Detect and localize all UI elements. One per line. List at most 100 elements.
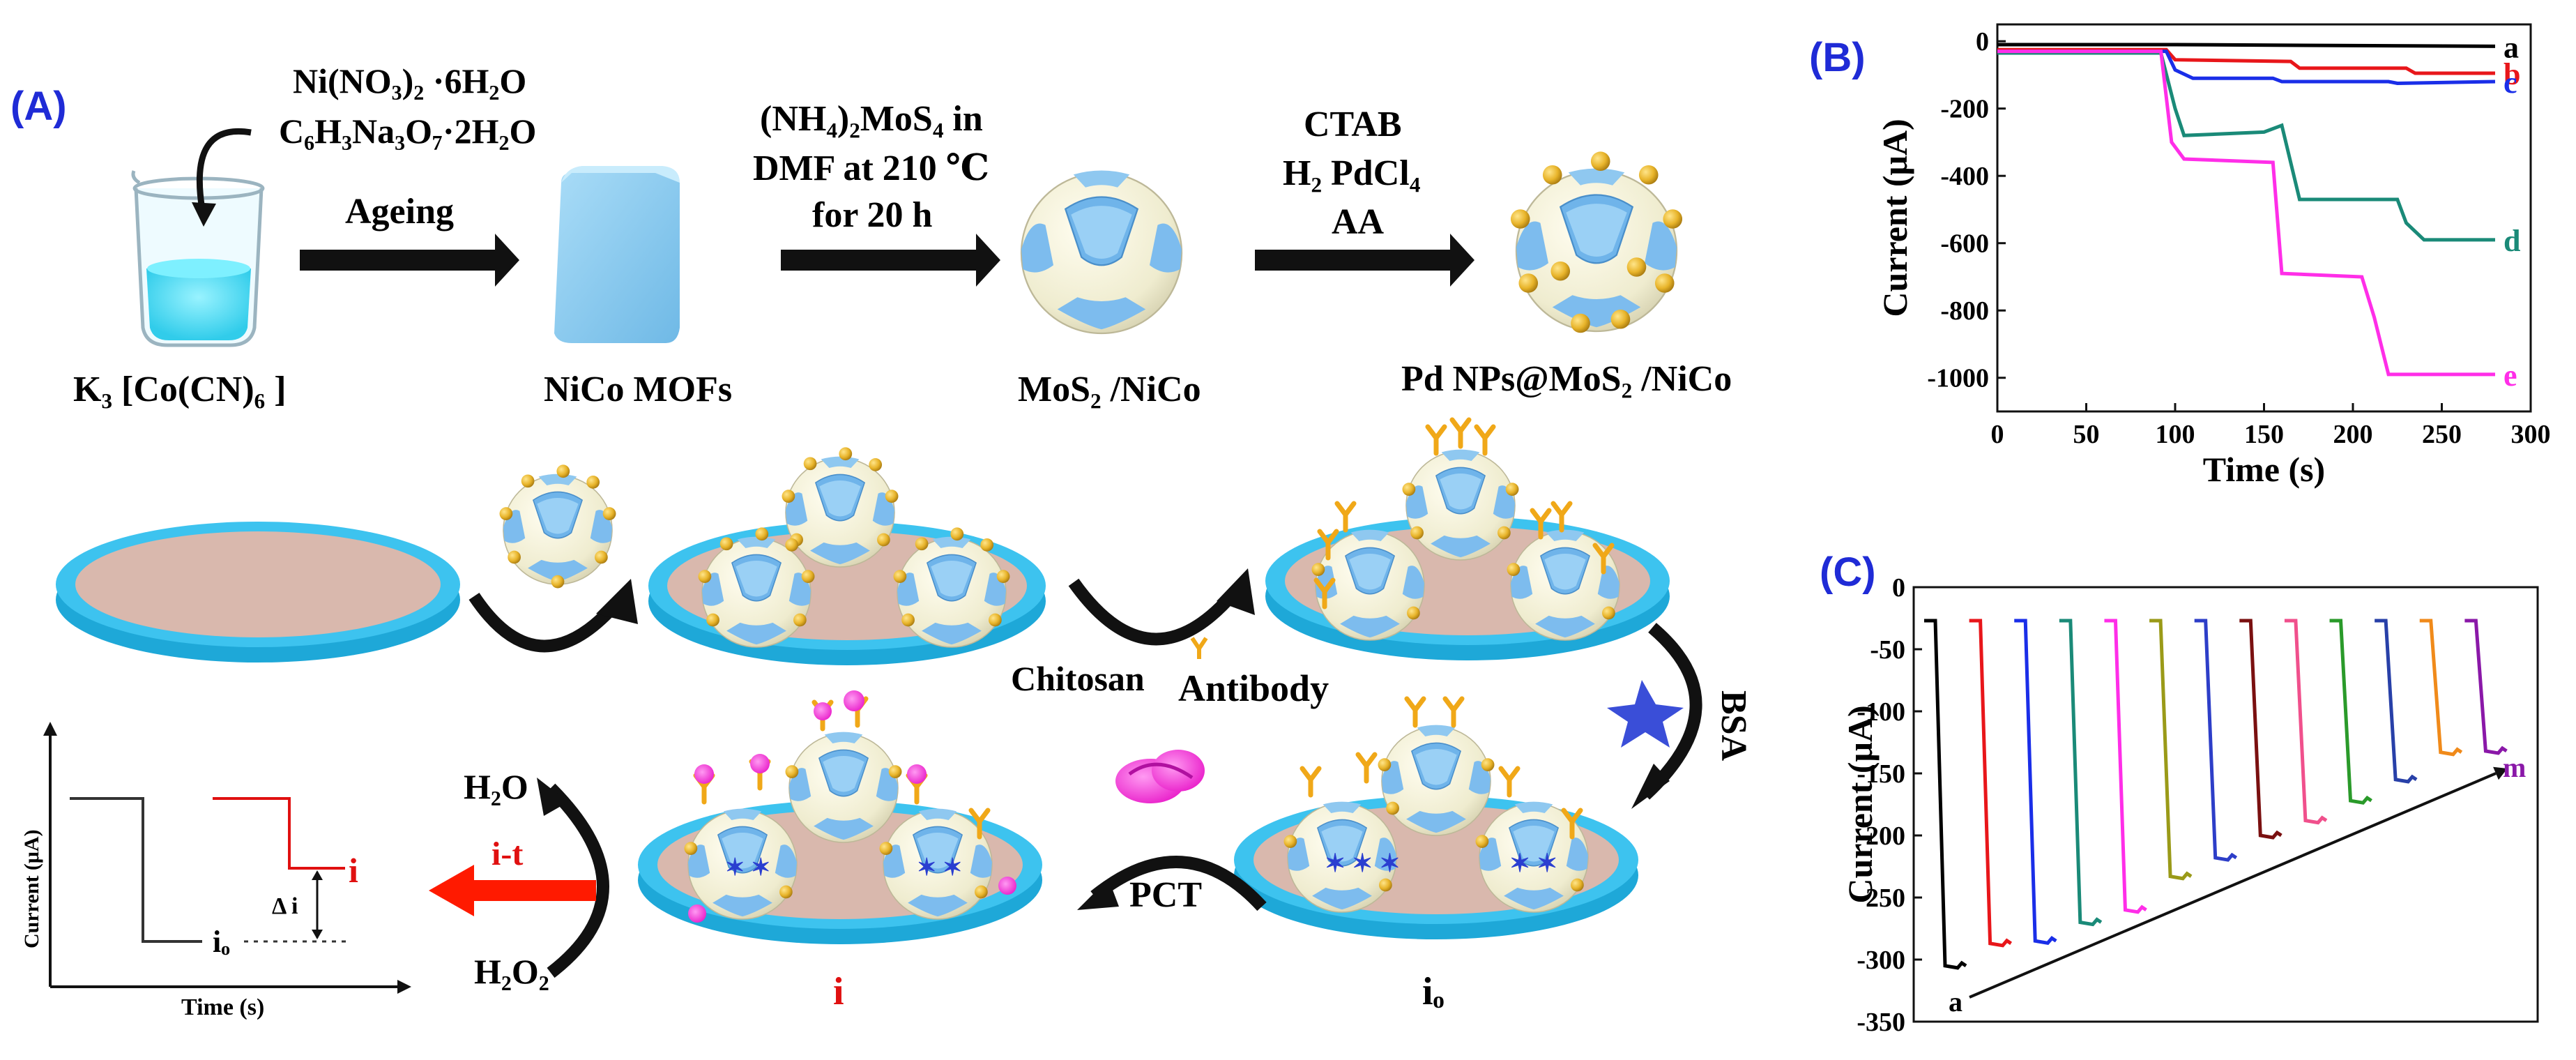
chart-b-series-c: [1997, 50, 2496, 86]
label-h2o2: H₂O₂: [474, 952, 549, 991]
label-precursor: K₃ [Co(CN)₆ ]: [73, 370, 287, 409]
chart-c-ytick-label: -250: [1857, 884, 1905, 913]
chart-b-xtick-label: 250: [2422, 420, 2462, 449]
label-i: i: [833, 970, 844, 1013]
chart-b-xtick-label: 150: [2244, 420, 2284, 449]
reagent-line1: Ni(NO₃)₂ ·6H₂O: [293, 61, 526, 100]
chart-b-ytick-label: -1000: [1927, 364, 1989, 393]
inset-label-di: Δ i: [272, 893, 298, 919]
chart-b-ytick-label: -200: [1940, 95, 1989, 124]
nanocomposite-sphere-icon: [499, 464, 616, 589]
inset-ylabel: Current (μA): [20, 829, 43, 948]
chart-c-series-i: [2284, 619, 2328, 825]
chart-c-start-label: a: [1949, 986, 1963, 1017]
label-chitosan: Chitosan: [1011, 659, 1145, 698]
chart-c-series-h: [2239, 619, 2282, 840]
inset-label-io: iₒ: [213, 925, 230, 959]
chart-c-ytick-label: -100: [1857, 697, 1905, 727]
chart-c-ytick-label: -300: [1857, 946, 1905, 975]
redox-arrow-icon: [546, 783, 609, 978]
chart-c-frame: [1912, 586, 2539, 1023]
step3-line2: H₂ PdCl₄: [1283, 153, 1421, 193]
chart-c-ytick-label: -350: [1857, 1008, 1905, 1037]
assembly-arrow-bsa: [1640, 623, 1702, 800]
chart-c-series-b: [1969, 619, 2013, 948]
chart-b-xtick-label: 50: [2073, 420, 2100, 449]
chart-c-ytick-label: -50: [1870, 635, 1905, 665]
electrode-pct-bound: ✶ ✶ ✶ ✶: [638, 690, 1042, 944]
beaker-icon: [131, 170, 265, 347]
step3-line3: AA: [1332, 202, 1385, 242]
inset-xlabel: Time (s): [181, 994, 264, 1020]
label-pct: PCT: [1129, 875, 1202, 915]
chart-c-ytick-label: 0: [1892, 573, 1905, 603]
electrode-antibody: [1265, 420, 1670, 660]
chart-b-series-label: d: [2503, 224, 2520, 258]
chart-b-series-label: e: [2503, 358, 2517, 393]
chart-b-series-e: [1997, 50, 2495, 377]
svg-text:✶ ✶ ✶: ✶ ✶ ✶: [1325, 849, 1401, 877]
antibody-legend-icon: [1190, 637, 1208, 659]
chart-b-series-d: [1997, 51, 2495, 242]
synthesis-row: Ni(NO₃)₂ ·6H₂O C₆H₃Na₃O₇·2H₂O Ageing (NH…: [73, 61, 1732, 409]
pct-antigen-icon: [1115, 750, 1205, 803]
panel-label-b: (B): [1809, 35, 1866, 80]
electrode-bare: [56, 522, 460, 662]
chart-c-series-l: [2419, 619, 2463, 757]
pd-nps-sphere-icon: [1510, 151, 1683, 333]
chart-b-xtick-label: 100: [2156, 420, 2195, 449]
chart-b-ytick-label: -800: [1940, 296, 1989, 326]
label-bsa: BSA: [1714, 690, 1753, 762]
step2-line1: (NH₄)₂MoS₄ in: [760, 99, 983, 139]
bsa-star-icon: [1607, 680, 1684, 748]
chart-c-series-j: [2329, 619, 2372, 805]
chart-c-series-d: [2059, 619, 2103, 927]
step-arrow-3: [1255, 234, 1474, 287]
label-pd-mos2: Pd NPs@MoS₂ /NiCo: [1401, 359, 1732, 399]
assembly-arrow-pct: [1090, 856, 1267, 911]
chart-b-xtick-label: 0: [1991, 420, 2004, 449]
step3-line1: CTAB: [1304, 105, 1402, 144]
chart-c-series-a: [1924, 619, 1967, 970]
chart-c-ytick-label: -200: [1857, 821, 1905, 851]
reagent-line2: C₆H₃Na₃O₇·2H₂O: [279, 112, 536, 151]
step2-line2: DMF at 210 ℃: [753, 149, 989, 188]
panel-label-c: (C): [1820, 550, 1876, 595]
assembly-arrow-1: [468, 593, 618, 653]
label-nico-mof: NiCo MOFs: [544, 370, 732, 409]
chart-c: 0 -50 -100 -150 -200 -250 -300 -350 Current (μA)…: [1840, 573, 2539, 1037]
inset-label-i: i: [349, 851, 358, 890]
nico-mof-cube-icon: [554, 166, 680, 343]
chart-c-trend-arrow: [1969, 772, 2497, 999]
label-antibody: Antibody: [1178, 667, 1329, 709]
svg-text:✶ ✶: ✶ ✶: [1509, 849, 1557, 877]
chart-b-xtick-label: 200: [2333, 420, 2373, 449]
label-h2o: H₂O: [464, 767, 528, 806]
chart-b-ytick-label: -400: [1940, 162, 1989, 191]
it-red-arrow: [429, 865, 596, 916]
chart-b-xlabel: Time (s): [2203, 450, 2325, 489]
chart-b-xtick-label: 300: [2511, 420, 2551, 449]
step-arrow-1: [300, 234, 519, 287]
chart-c-series-m: [2464, 619, 2508, 755]
panel-label-a: (A): [10, 84, 67, 129]
svg-text:✶ ✶: ✶ ✶: [725, 855, 770, 881]
chart-b-series-label: b: [2503, 57, 2520, 91]
step-arrow-2: [781, 234, 1000, 287]
label-mos2-nico: MoS₂ /NiCo: [1018, 370, 1201, 409]
chart-c-series-f: [2149, 619, 2193, 881]
electrode-blocked: ✶ ✶ ✶ ✶ ✶: [1234, 699, 1638, 939]
chart-b-series-a: [1997, 43, 2496, 48]
step2-line3: for 20 h: [812, 195, 932, 235]
chart-c-series-g: [2194, 619, 2238, 862]
electrode-modified: [648, 447, 1046, 665]
chart-c-series-k: [2375, 619, 2418, 784]
mos2-nico-sphere-icon: [1020, 169, 1183, 335]
chart-c-ylabel: Current (μA): [1840, 705, 1880, 903]
assembly-arrow-2: [1068, 578, 1239, 646]
electrode-assembly: Chitosan Antibody BSA: [20, 420, 1753, 1020]
chart-b-ytick-label: -600: [1940, 229, 1989, 259]
chart-c-ytick-label: -150: [1857, 759, 1905, 789]
